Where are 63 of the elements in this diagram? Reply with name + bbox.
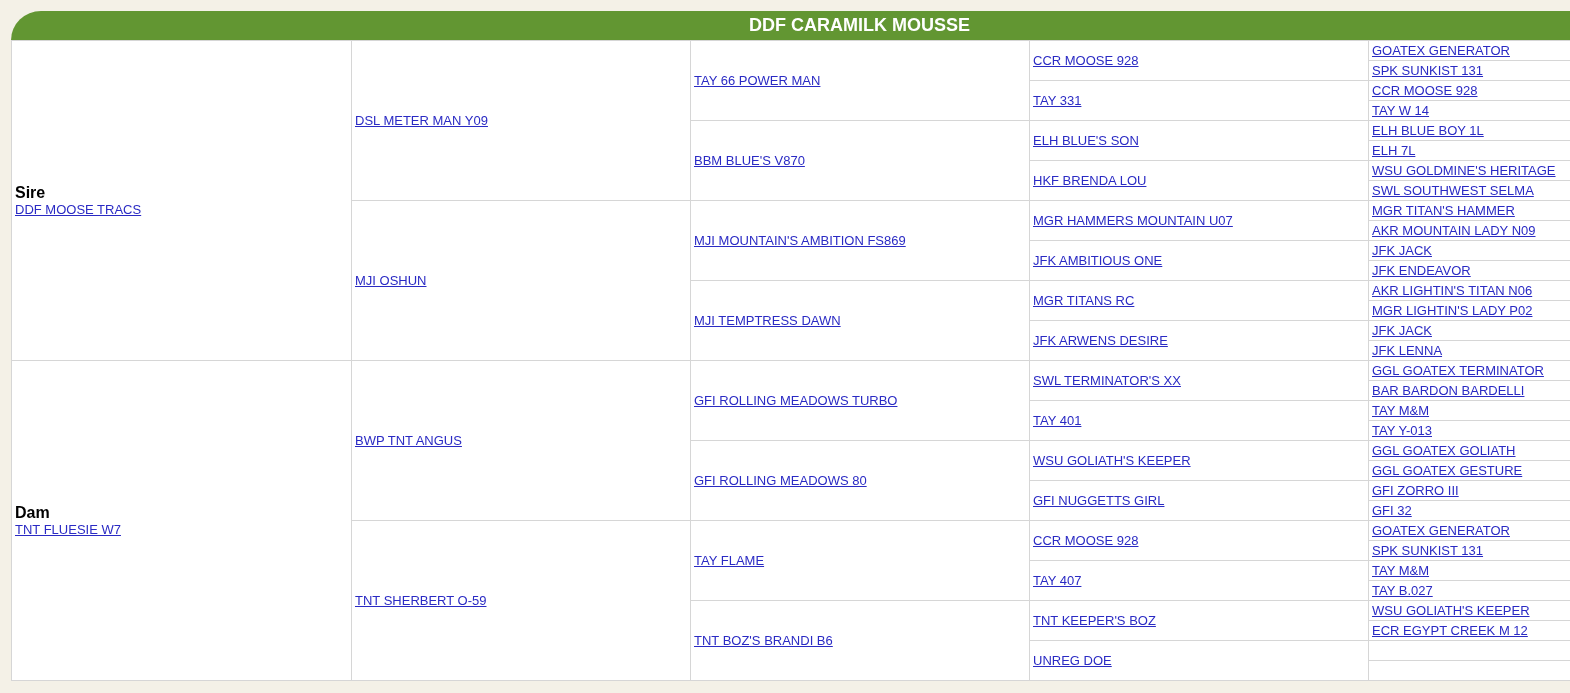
pedigree-link: CCR MOOSE 928 — [1372, 83, 1478, 98]
pedigree-link: ELH BLUE'S SON — [1033, 133, 1139, 148]
pedigree-link: TAY 401 — [1033, 413, 1082, 428]
pedigree-link: MJI TEMPTRESS DAWN — [694, 313, 841, 328]
pedigree-link: TAY 66 POWER MAN — [694, 73, 821, 88]
pedigree-link: GOATEX GENERATOR — [1372, 43, 1510, 58]
pedigree-link: TAY M&M — [1372, 403, 1430, 418]
pedigree-link: CCR MOOSE 928 — [1033, 533, 1139, 548]
pedigree-link: TAY Y-013 — [1372, 423, 1432, 438]
pedigree-link: DSL METER MAN Y09 — [355, 113, 488, 128]
pedigree-link: ECR EGYPT CREEK M 12 — [1372, 623, 1528, 638]
pedigree-link: JFK AMBITIOUS ONE — [1033, 253, 1163, 268]
pedigree-link: MGR LIGHTIN'S LADY P02 — [1372, 303, 1533, 318]
pedigree-link: SWL SOUTHWEST SELMA — [1372, 183, 1534, 198]
pedigree-link: MGR TITAN'S HAMMER — [1372, 203, 1515, 218]
pedigree-link: MGR TITANS RC — [1033, 293, 1135, 308]
pedigree-link: WSU GOLDMINE'S HERITAGE — [1372, 163, 1556, 178]
pedigree-link: WSU GOLIATH'S KEEPER — [1372, 603, 1530, 618]
pedigree-link: TAY 407 — [1033, 573, 1082, 588]
pedigree-link: WSU GOLIATH'S KEEPER — [1033, 453, 1191, 468]
pedigree-link: JFK JACK — [1372, 243, 1432, 258]
pedigree-link: JFK ENDEAVOR — [1372, 263, 1471, 278]
pedigree-link: MJI MOUNTAIN'S AMBITION FS869 — [694, 233, 906, 248]
pedigree-link: TAY 331 — [1033, 93, 1082, 108]
pedigree-link: JFK LENNA — [1372, 343, 1443, 358]
pedigree-link: BAR BARDON BARDELLI — [1372, 383, 1525, 398]
pedigree-link: SPK SUNKIST 131 — [1372, 63, 1484, 78]
pedigree-link: UNREG DOE — [1033, 653, 1112, 668]
pedigree-link: TAY W 14 — [1372, 103, 1430, 118]
pedigree-link: GGL GOATEX TERMINATOR — [1372, 363, 1544, 378]
pedigree-link: JFK JACK — [1372, 323, 1432, 338]
pedigree-link: CCR MOOSE 928 — [1033, 53, 1139, 68]
pedigree-link: ELH BLUE BOY 1L — [1372, 123, 1484, 138]
pedigree-link: TNT KEEPER'S BOZ — [1033, 613, 1156, 628]
pedigree-link: GOATEX GENERATOR — [1372, 523, 1510, 538]
pedigree-link: SWL TERMINATOR'S XX — [1033, 373, 1181, 388]
pedigree-link: GFI NUGGETTS GIRL — [1033, 493, 1165, 508]
parent-heading: Sire — [15, 184, 46, 201]
pedigree-link: TNT FLUESIE W7 — [15, 522, 121, 537]
pedigree-link: GFI ROLLING MEADOWS 80 — [694, 473, 867, 488]
pedigree-link: GFI ROLLING MEADOWS TURBO — [694, 393, 898, 408]
pedigree-link: GFI ZORRO III — [1372, 483, 1459, 498]
pedigree-link: HKF BRENDA LOU — [1033, 173, 1147, 188]
pedigree-link: GGL GOATEX GOLIATH — [1372, 443, 1516, 458]
pedigree-title: DDF CARAMILK MOUSSE — [749, 14, 970, 37]
pedigree-link: TNT SHERBERT O-59 — [355, 593, 487, 608]
pedigree-link: GFI 32 — [1372, 503, 1412, 518]
parent-heading: Dam — [15, 504, 50, 521]
pedigree-link: MJI OSHUN — [355, 273, 427, 288]
pedigree-link: BBM BLUE'S V870 — [694, 153, 805, 168]
pedigree-link: SPK SUNKIST 131 — [1372, 543, 1484, 558]
pedigree-link: ELH 7L — [1372, 143, 1416, 158]
pedigree-link: GGL GOATEX GESTURE — [1372, 463, 1523, 478]
pedigree-link: AKR MOUNTAIN LADY N09 — [1372, 223, 1536, 238]
pedigree-link: MGR HAMMERS MOUNTAIN U07 — [1033, 213, 1233, 228]
pedigree-link: TAY FLAME — [694, 553, 765, 568]
pedigree-link: TAY M&M — [1372, 563, 1430, 578]
pedigree-link: JFK ARWENS DESIRE — [1033, 333, 1168, 348]
pedigree-link: AKR LIGHTIN'S TITAN N06 — [1372, 283, 1533, 298]
pedigree-link: TAY B.027 — [1372, 583, 1433, 598]
pedigree-link: TNT BOZ'S BRANDI B6 — [694, 633, 833, 648]
pedigree-link: DDF MOOSE TRACS — [15, 202, 142, 217]
pedigree-link: BWP TNT ANGUS — [355, 433, 462, 448]
